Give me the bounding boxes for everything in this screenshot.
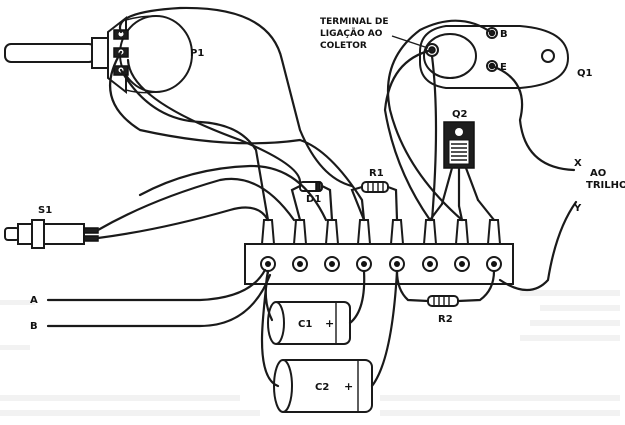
label-r2: R2 — [438, 314, 453, 325]
potentiometer-body — [119, 15, 193, 93]
resistor-r1 — [350, 181, 399, 222]
terminal-strip-base — [244, 243, 514, 285]
label-ao: AO — [590, 168, 606, 179]
label-c2: C2 — [315, 382, 329, 393]
wire-c1-pos — [348, 269, 366, 325]
label-x: X — [574, 158, 582, 169]
potentiometer-shaft — [4, 43, 96, 63]
label-p1: P1 — [190, 48, 204, 59]
label-wire-a: A — [30, 295, 38, 306]
switch-nut — [17, 223, 33, 245]
label-wire-b: B — [30, 321, 38, 332]
label-c1: C1 — [298, 319, 312, 330]
wire-s1-a — [96, 177, 296, 232]
label-terminal-line1: TERMINAL DE — [320, 17, 389, 27]
label-terminal-line2: LIGAÇÃO AO — [320, 28, 383, 39]
label-q2: Q2 — [452, 109, 468, 120]
wire-p1-bottom — [119, 68, 270, 222]
terminal-solder-tabs — [260, 219, 502, 245]
bleed-through-background — [0, 290, 620, 416]
terminal-lugs — [260, 256, 502, 272]
wire-c2-pos — [370, 269, 399, 388]
label-s1: S1 — [38, 205, 52, 216]
transistor-q2 — [440, 121, 480, 208]
wire-y — [498, 200, 578, 292]
label-emitter: E — [500, 62, 507, 73]
label-c2-plus: + — [344, 380, 353, 393]
switch-body — [43, 223, 85, 245]
switch-s1 — [4, 219, 99, 249]
potentiometer-p1 — [4, 15, 193, 95]
wire-base — [386, 19, 494, 222]
wire-collector — [383, 48, 434, 222]
switch-lever — [4, 227, 20, 241]
resistor-r2 — [395, 269, 496, 307]
wire-c1-neg — [264, 269, 274, 322]
label-trilho: TRILHO — [586, 180, 625, 191]
capacitor-c2 — [273, 359, 373, 413]
wire-a — [46, 268, 267, 302]
wires — [46, 6, 578, 388]
label-q1: Q1 — [577, 68, 593, 79]
wire-collector-2 — [430, 54, 438, 222]
wire-s1-c — [138, 164, 328, 222]
label-base: B — [500, 29, 508, 40]
wire-p1-mid — [108, 50, 366, 222]
terminal-strip — [244, 219, 514, 285]
terminal-pointer-line — [391, 35, 429, 49]
wire-s1-b — [96, 206, 270, 240]
label-r1: R1 — [369, 168, 384, 179]
transistor-q1 — [419, 25, 570, 89]
wire-p1-to-d1 — [126, 58, 302, 184]
wire-p1-top — [118, 6, 354, 188]
label-terminal-line3: COLETOR — [320, 41, 367, 51]
label-c1-plus: + — [325, 317, 334, 330]
wire-emitter-x — [490, 64, 576, 172]
label-y: Y — [573, 203, 582, 214]
